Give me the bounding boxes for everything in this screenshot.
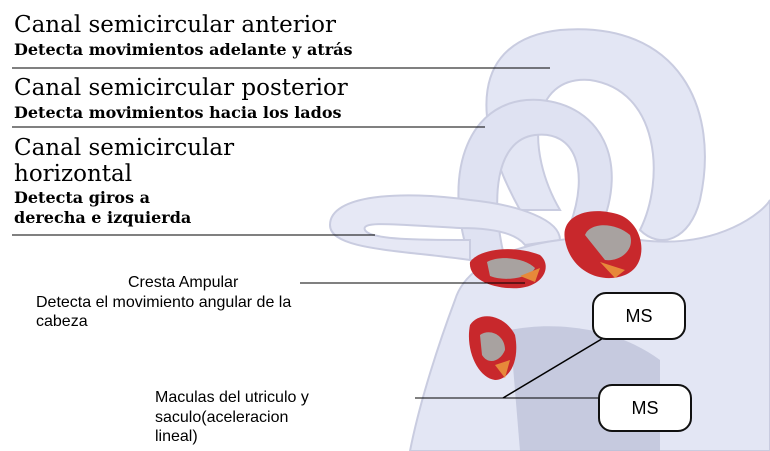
- posterior-title: Canal semicircular posterior: [14, 75, 348, 101]
- horizontal-desc-line2: derecha e izquierda: [14, 208, 191, 227]
- maculas-line3: lineal): [155, 428, 198, 446]
- horizontal-title-line1: Canal semicircular: [14, 135, 234, 161]
- cresta-desc-line1: Detecta el movimiento angular de la: [36, 294, 291, 312]
- anterior-title: Canal semicircular anterior: [14, 12, 336, 38]
- posterior-desc: Detecta movimientos hacia los lados: [14, 103, 342, 122]
- maculas-line1: Maculas del utriculo y: [155, 389, 309, 407]
- horizontal-title-line2: horizontal: [14, 161, 132, 187]
- ms-upper-box: MS: [592, 292, 686, 340]
- ms-lower-box: MS: [598, 384, 692, 432]
- cresta-desc-line2: cabeza: [36, 313, 88, 331]
- cresta-title: Cresta Ampular: [128, 274, 238, 292]
- maculas-line2: saculo(aceleracion: [155, 409, 288, 427]
- anterior-desc: Detecta movimientos adelante y atrás: [14, 40, 353, 59]
- horizontal-desc-line1: Detecta giros a: [14, 188, 150, 207]
